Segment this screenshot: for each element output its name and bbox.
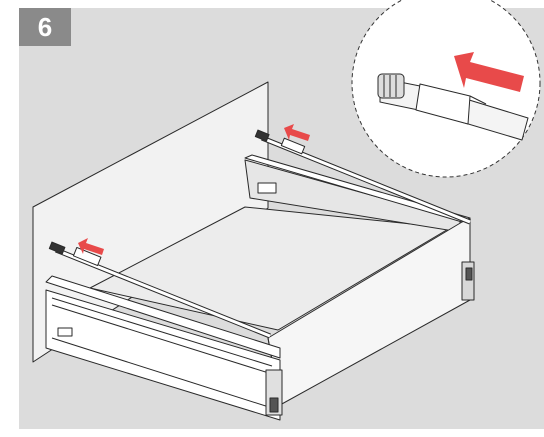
front-rod bbox=[55, 248, 271, 338]
push-arrow-icon bbox=[454, 52, 524, 92]
drawer-front-rail bbox=[45, 275, 281, 359]
front-groove-mid bbox=[51, 304, 273, 375]
side-slot bbox=[257, 182, 277, 194]
rod-pin-icon bbox=[48, 241, 66, 255]
front-slot bbox=[57, 327, 73, 337]
push-arrow-icon bbox=[78, 238, 104, 255]
rod-pin-icon bbox=[377, 73, 405, 99]
rod-connector bbox=[72, 246, 102, 267]
front-hardware-clip bbox=[269, 397, 279, 413]
zoom-detail-circle bbox=[351, 0, 541, 178]
zoom-detail-content bbox=[377, 52, 529, 141]
rod-pin-icon bbox=[254, 129, 270, 142]
front-groove-top bbox=[51, 297, 273, 367]
drawer-front-face bbox=[45, 289, 281, 421]
front-groove-bottom bbox=[51, 337, 273, 409]
runner-clip bbox=[465, 267, 473, 281]
rod-connector bbox=[280, 137, 306, 155]
push-arrow-icon bbox=[284, 124, 310, 141]
step-number-badge: 6 bbox=[19, 8, 71, 46]
